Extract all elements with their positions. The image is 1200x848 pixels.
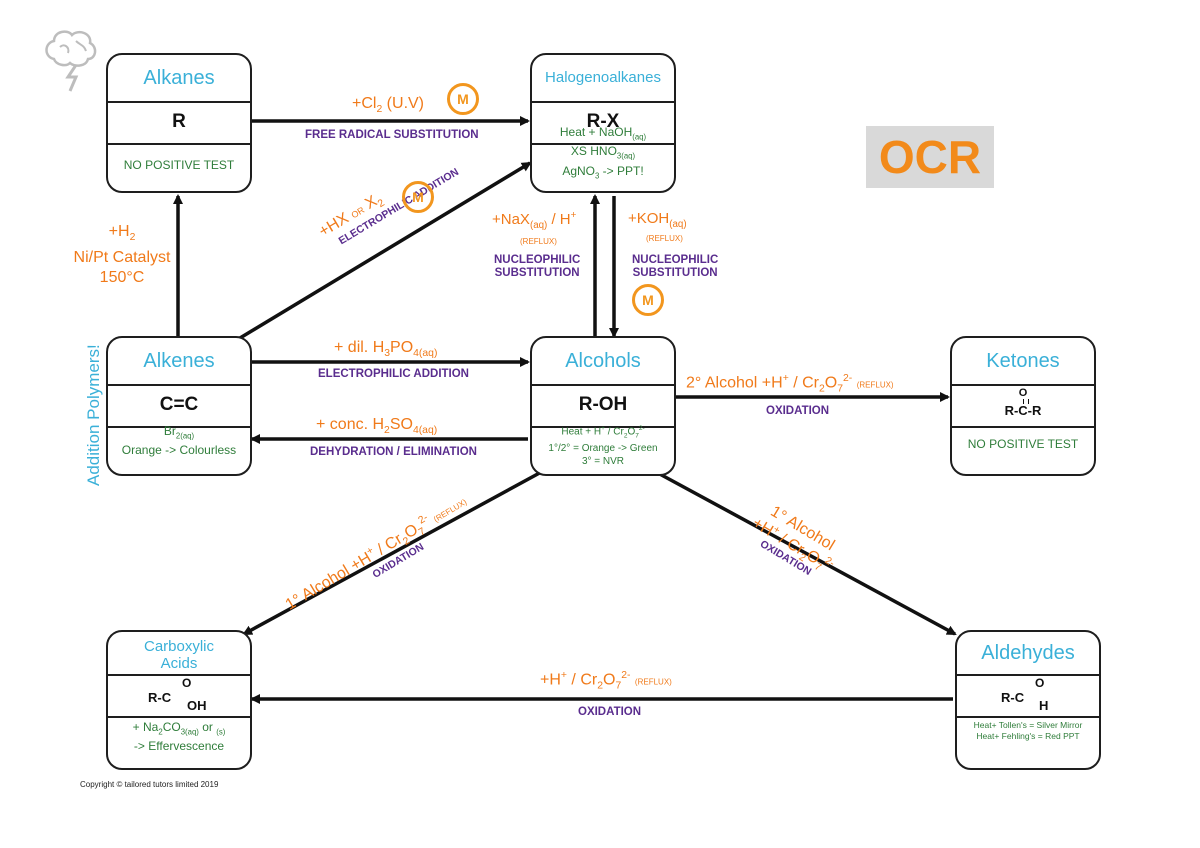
alkene-to-alcohol-type: ELECTROPHILIC ADDITION [318,368,469,380]
alkenes-formula: C=C [108,384,250,428]
ketones-title: Ketones [986,350,1060,372]
alkenes-test: Br2(aq) Orange -> Colourless [108,424,250,458]
halo-test-line1: Heat + NaOH(aq) [559,124,647,142]
halo-test-line2: XS HNO3(aq) [570,144,636,161]
alcohol-to-halo-reagent: +NaX(aq) / H+ [492,210,577,231]
alkene-to-alkane-reagent: +H2 Ni/Pt Catalyst 150°C [52,222,192,288]
aldehydes-formula-o: O [1035,676,1045,690]
ketones-double-bond-icon [1023,399,1029,404]
alcohol-to-ketone-condition: (REFLUX) [856,380,894,390]
aldehydes-formula-h: H [1039,698,1049,713]
halogenoalkanes-title: Halogenoalkanes [545,69,661,86]
aldehyde-to-acid-type: OXIDATION [578,706,642,718]
ocr-badge: OCR [866,126,994,188]
carboxylic-acids-title: Carboxylic Acids [108,638,250,672]
alkenes-test-line1: Br2(aq) [163,423,195,440]
aldehyde-to-acid-condition: (REFLUX) [634,677,672,687]
halo-to-alcohol-type-line2: SUBSTITUTION [632,267,718,279]
alcohol-to-halo-type-line1: NUCLEOPHILIC [494,254,581,266]
aldehydes-test: Heat+ Tollen's = Silver Mirror Heat+ Feh… [957,720,1099,742]
carboxylic-test-line2: -> Effervescence [133,739,225,753]
alcohol-to-alkene-reagent: + conc. H2SO4(aq) [316,416,438,437]
alcohols-test: Heat + H+ / Cr2O72- 1°/2° = Orange -> Gr… [532,422,674,468]
halo-test-line3: AgNO3 -> PPT! [562,163,644,180]
carboxylic-acids-box: Carboxylic Acids R-C O OH + Na2CO3(aq) o… [106,630,252,770]
alcohols-formula: R-OH [532,384,674,428]
mechanism-marker-3: M [632,284,664,316]
ketones-carbonyl-o: O [1018,387,1028,399]
ketones-formula-panel: O R-C-R [952,384,1094,428]
ketones-formula: R-C-R [1004,403,1042,418]
alcohols-title: Alcohols [565,350,641,372]
carboxylic-title-line2: Acids [160,655,198,672]
halo-to-alcohol-type-line1: NUCLEOPHILIC [632,254,719,266]
halo-to-alcohol-type: NUCLEOPHILIC SUBSTITUTION [632,254,718,280]
hydrogenation-line2: Ni/Pt Catalyst [73,249,171,267]
aldehyde-to-acid-reagent: +H+ / Cr2O72- (REFLUX) [540,670,672,692]
arrow-alkene-to-halo [239,161,532,340]
alcohols-test-line2: 1°/2° = Orange -> Green [548,443,658,454]
ketones-box: Ketones O R-C-R NO POSITIVE TEST [950,336,1096,476]
alcohols-box: Alcohols R-OH Heat + H+ / Cr2O72- 1°/2° … [530,336,676,476]
alcohol-to-halo-type: NUCLEOPHILIC SUBSTITUTION [494,254,580,280]
carboxylic-formula-panel: R-C O OH [108,674,250,718]
alkene-to-alcohol-reagent: + dil. H3PO4(aq) [334,339,438,360]
arrow-alcohol-to-acid [242,468,546,636]
carboxylic-formula-oh: OH [187,698,207,713]
alkanes-test: NO POSITIVE TEST [123,158,235,172]
carboxylic-formula-o: O [182,676,192,690]
alkanes-title: Alkanes [143,67,215,89]
alkanes-box: Alkanes R NO POSITIVE TEST [106,53,252,193]
alkenes-box: Alkenes C=C Br2(aq) Orange -> Colourless [106,336,252,476]
alkane-to-halo-reagent: +Cl2 (U.V) [352,95,425,116]
aldehydes-title: Aldehydes [981,642,1075,664]
carboxylic-test-line1: + Na2CO3(aq) or (s) [132,719,226,736]
alcohol-to-halo-condition: (REFLUX) [520,237,557,246]
alcohols-test-line1: Heat + H+ / Cr2O72- [561,424,645,439]
halo-to-alcohol-reagent: +KOH(aq) [628,210,687,230]
aldehydes-box: Aldehydes R-C O H Heat+ Tollen's = Silve… [955,630,1101,770]
ketones-test: NO POSITIVE TEST [967,437,1079,451]
alcohol-to-alkene-type: DEHYDRATION / ELIMINATION [310,446,477,458]
halo-to-alcohol-condition: (REFLUX) [646,234,683,243]
hydrogenation-line1: +H2 [108,223,136,244]
mechanism-marker-2: M [402,181,434,213]
carboxylic-formula-left: R-C [148,690,172,705]
carboxylic-acids-test: + Na2CO3(aq) or (s) -> Effervescence [108,720,250,754]
carboxylic-title-line1: Carboxylic [143,638,215,655]
alkenes-test-line2: Orange -> Colourless [121,443,237,457]
brain-logo-icon [45,30,97,92]
aldehydes-test-line1: Heat+ Tollen's = Silver Mirror [973,720,1083,730]
arrow-alcohol-to-aldehyde [655,470,957,636]
copyright-text: Copyright © tailored tutors limited 2019 [80,780,219,789]
hydrogenation-line3: 150°C [99,269,145,287]
halogenoalkanes-box: Halogenoalkanes R-X Heat + NaOH(aq) XS H… [530,53,676,193]
addition-polymers-label: Addition Polymers! [84,344,103,486]
alcohol-to-ketone-type: OXIDATION [766,405,830,417]
aldehydes-test-line2: Heat+ Fehling's = Red PPT [976,731,1080,741]
alkanes-formula: R [108,101,250,145]
alkenes-title: Alkenes [143,350,215,372]
halogenoalkanes-test: Heat + NaOH(aq) XS HNO3(aq) AgNO3 -> PPT… [532,125,674,183]
alcohol-to-halo-type-line2: SUBSTITUTION [494,267,580,279]
mechanism-marker-1: M [447,83,479,115]
aldehydes-formula-left: R-C [1001,690,1025,705]
alcohol-to-ketone-reagent: 2° Alcohol +H+ / Cr2O72- (REFLUX) [686,373,894,395]
aldehydes-formula-panel: R-C O H [957,674,1099,718]
ocr-badge-text: OCR [878,131,982,183]
alkane-to-halo-type: FREE RADICAL SUBSTITUTION [305,129,479,141]
halogenoalkanes-formula: R-X [532,101,674,145]
alcohols-test-line3: 3° = NVR [581,456,625,467]
